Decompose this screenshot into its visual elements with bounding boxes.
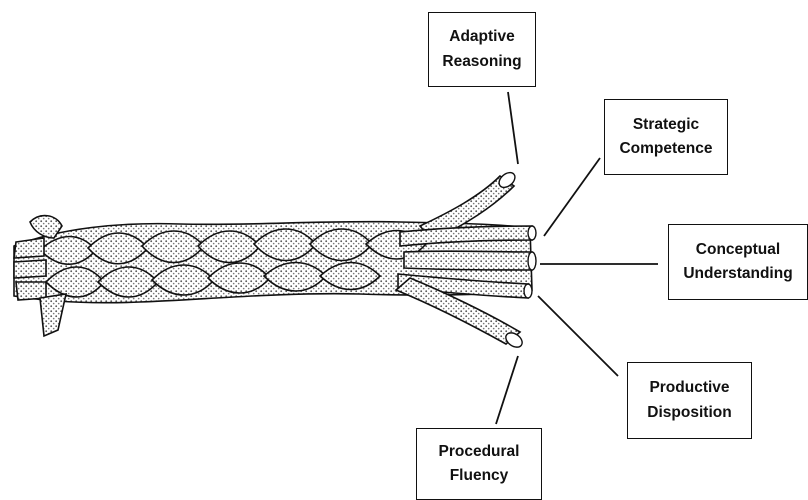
label-productive-disposition: Productive Disposition xyxy=(627,362,752,439)
connector-strategic xyxy=(544,158,600,236)
label-conceptual-understanding-text: Conceptual Understanding xyxy=(683,238,792,286)
label-strategic-competence-text: Strategic Competence xyxy=(619,113,712,161)
label-procedural-fluency-text: Procedural Fluency xyxy=(439,440,520,488)
connector-adaptive xyxy=(508,92,518,164)
label-strategic-competence: Strategic Competence xyxy=(604,99,728,175)
connector-procedural xyxy=(496,356,518,424)
label-procedural-fluency: Procedural Fluency xyxy=(416,428,542,500)
label-adaptive-reasoning-text: Adaptive Reasoning xyxy=(442,25,521,73)
connector-productive xyxy=(538,296,618,376)
strand-conceptual xyxy=(404,251,532,270)
label-adaptive-reasoning: Adaptive Reasoning xyxy=(428,12,536,87)
label-productive-disposition-text: Productive Disposition xyxy=(647,376,731,424)
label-conceptual-understanding: Conceptual Understanding xyxy=(668,224,808,300)
